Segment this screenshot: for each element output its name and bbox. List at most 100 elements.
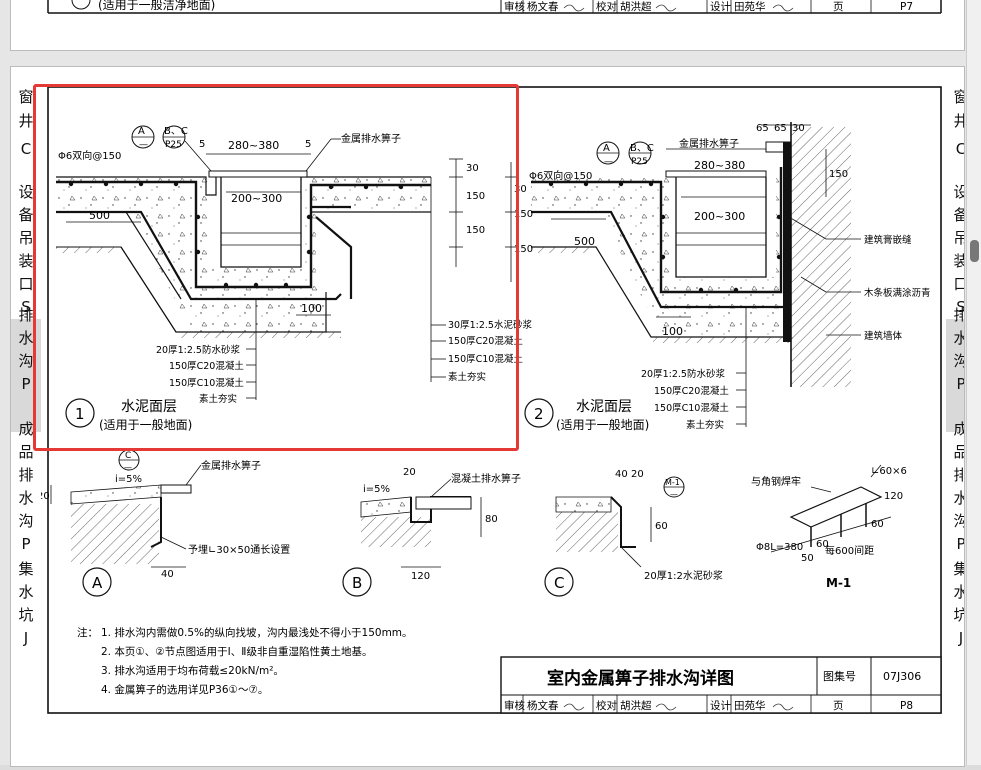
- db-dim-2: 120: [411, 571, 430, 582]
- vertical-scrollbar[interactable]: [966, 0, 981, 765]
- detail-c-labels: M-1 — 40 20 60 20厚1:2水泥砂浆 C: [554, 469, 723, 592]
- detail-b: [342, 478, 482, 597]
- right-nav-char: 成: [953, 420, 964, 438]
- right-nav-char: 集: [953, 560, 964, 578]
- left-nav-char: S: [21, 298, 31, 316]
- prev-subtitle: (适用于一般洁净地面): [98, 0, 215, 12]
- left-nav-char: 集: [18, 560, 34, 578]
- prev-cell-6: 页: [833, 1, 844, 13]
- d2-dim-6: 30: [792, 123, 805, 134]
- left-nav-char: 井: [18, 112, 34, 130]
- dm-dim-3: 60: [816, 539, 829, 550]
- d1-title: 水泥面层: [121, 399, 177, 415]
- right-nav-char: 装: [953, 252, 964, 270]
- dc-callout: M-1: [665, 478, 680, 487]
- dc-dim-2: 60: [655, 521, 668, 532]
- left-nav-char: P: [21, 535, 31, 553]
- right-nav-char: 坑: [953, 606, 964, 624]
- atlas-number: 07J306: [883, 670, 921, 683]
- prev-cell-0: 审核: [504, 0, 525, 13]
- d2-dim-10: 150: [514, 244, 533, 255]
- db-slope: i=5%: [363, 484, 390, 495]
- right-nav-char: 沟: [953, 512, 964, 530]
- right-nav-char: 窗: [953, 88, 964, 106]
- tb-signature-2: [655, 703, 677, 711]
- tb-signature-1: [563, 703, 585, 711]
- d1-dim-5: 150: [466, 191, 485, 202]
- left-nav-char: P: [21, 375, 31, 393]
- d1-dim-1: 200~300: [231, 192, 282, 205]
- tb-cell-3: 胡洪超: [620, 699, 652, 712]
- d1-number: 1: [75, 405, 85, 423]
- d2-dim-2: 500: [574, 235, 595, 248]
- previous-page-drawing: (适用于一般洁净地面) 审核 杨文春 校对 胡洪超 设计 田苑华 页 P7: [47, 0, 942, 14]
- d2-layer-1: 150厚C20混凝土: [654, 385, 729, 397]
- d2-subtitle: (适用于一般地面): [556, 417, 649, 432]
- d2-callout-bc: B、C: [630, 143, 654, 154]
- d1-dim-8: 5: [305, 139, 311, 150]
- detail-1-labels: A — B、C P25 Φ6双向@150 金属排水箅子 280~380 200~…: [58, 126, 532, 432]
- scrollbar-thumb[interactable]: [970, 240, 979, 262]
- detail-a-labels: C — i=5% 金属排水箅子 予埋∟30×50通长设置 20 40 A: [37, 451, 290, 592]
- dm-spacing: 每600间距: [825, 544, 874, 557]
- d1-subtitle: (适用于一般地面): [99, 417, 192, 432]
- right-nav-char: 水: [953, 583, 964, 601]
- da-dim-0: 20: [37, 491, 50, 502]
- d1-layer-r-2: 150厚C10混凝土: [448, 353, 523, 365]
- right-nav-char: 口: [953, 275, 964, 293]
- d2-layer-3: 素土夯实: [686, 419, 724, 431]
- notes: 注： 1. 排水沟内需做0.5%的纵向找坡，沟内最浅处不得小于150mm。 2.…: [77, 626, 413, 696]
- dm-dim-0: 120: [884, 491, 903, 502]
- d1-layer-l-0: 20厚1:2.5防水砂浆: [156, 344, 240, 356]
- right-nav-char: 品: [953, 443, 964, 461]
- d1-dim-6: 150: [466, 225, 485, 236]
- left-nav-char: 设: [18, 183, 34, 201]
- left-nav-char: 排: [18, 306, 34, 324]
- da-label: A: [92, 574, 103, 592]
- da-dim-1: 40: [161, 569, 174, 580]
- note-3: 3. 排水沟适用于均布荷载≤20kN/m²。: [101, 664, 284, 677]
- detail-1-section: [56, 125, 463, 428]
- detail-a: [50, 449, 202, 597]
- d1-dim-4: 30: [466, 163, 479, 174]
- d2-wall-0: 建筑膏嵌缝: [864, 234, 912, 246]
- right-nav-char: 设: [953, 183, 964, 201]
- d1-callout-a-sub: —: [139, 140, 148, 150]
- d2-callout-a-sub: —: [604, 157, 613, 167]
- left-nav-char: 坑: [18, 606, 34, 624]
- d2-wall-2: 建筑墙体: [864, 330, 903, 342]
- prev-cell-5: 田苑华: [734, 0, 766, 13]
- detail-m1: [770, 464, 892, 553]
- right-nav-char: 沟: [953, 352, 964, 370]
- left-nav-char: 成: [18, 420, 34, 438]
- prev-cell-3: 胡洪超: [620, 0, 652, 13]
- dm-label: M-1: [826, 576, 851, 590]
- da-grate: 金属排水箅子: [201, 459, 261, 472]
- d1-dim-0: 280~380: [228, 139, 279, 152]
- left-nav-char: 窗: [18, 88, 34, 106]
- right-nav-char: 吊: [953, 229, 964, 247]
- right-nav-highlight: [946, 319, 964, 432]
- selection-highlight-box[interactable]: [33, 84, 519, 451]
- tb-cell-7: P8: [900, 700, 913, 712]
- d2-dim-4: 65: [756, 123, 769, 134]
- left-nav-char: 口: [18, 275, 34, 293]
- previous-page-fragment: (适用于一般洁净地面) 审核 杨文春 校对 胡洪超 设计 田苑华 页 P7: [10, 0, 965, 51]
- left-nav-char: J: [23, 629, 29, 647]
- right-nav-char: 水: [953, 329, 964, 347]
- d1-dim-7: 5: [199, 139, 205, 150]
- d2-dim-8: 30: [514, 184, 527, 195]
- d1-layer-l-3: 素土夯实: [199, 393, 237, 405]
- d2-wall-1: 木条板满涂沥青: [864, 287, 931, 299]
- dm-dim-2: 50: [801, 553, 814, 564]
- left-nav-char: 水: [18, 329, 34, 347]
- dm-weld: 与角钢焊牢: [751, 475, 801, 488]
- d1-grate: 金属排水箅子: [341, 132, 401, 145]
- right-nav-char: J: [958, 629, 964, 647]
- left-nav-char: 水: [18, 489, 34, 507]
- detail-c: [544, 476, 685, 597]
- dm-angle: ∟60×6: [871, 466, 907, 477]
- da-slope: i=5%: [115, 474, 142, 485]
